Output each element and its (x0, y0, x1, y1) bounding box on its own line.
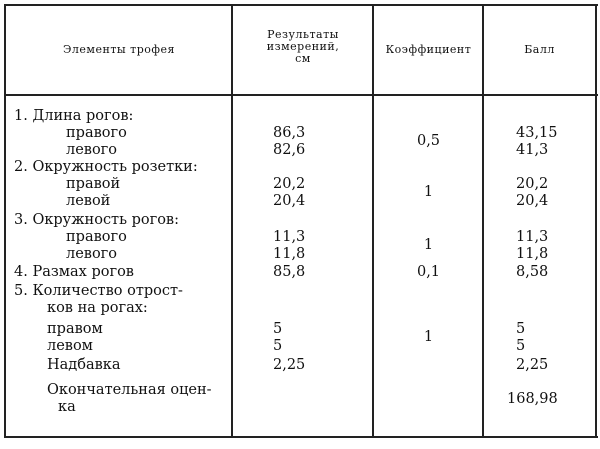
row-measurement: 5 (273, 321, 283, 337)
header-elements: Элементы трофея (63, 43, 175, 56)
row-label: левом (47, 338, 93, 354)
column-divider (372, 4, 374, 436)
header-results-line1: Результаты (267, 28, 339, 41)
row-measurement: 85,8 (273, 264, 306, 280)
table-top-border (4, 4, 598, 6)
row-measurement: 2,25 (273, 357, 306, 373)
row-coefficient: 1 (423, 184, 434, 200)
row-score: 20,2 (516, 176, 549, 192)
row-score: 5 (516, 338, 526, 354)
row-label: правого (66, 229, 127, 245)
row-label: ка (58, 399, 76, 415)
row-label: 1. Длина рогов: (14, 108, 134, 124)
table-right-border (595, 4, 597, 436)
row-score: 5 (516, 321, 526, 337)
row-label: левого (66, 142, 118, 158)
row-label: левой (66, 193, 111, 209)
row-label: правом (47, 321, 103, 337)
row-score: 41,3 (516, 142, 549, 158)
row-label: 2. Окружность розетки: (14, 159, 198, 175)
header-results-line2: измерений, (266, 40, 340, 53)
row-label: правого (66, 125, 127, 141)
row-label: ков на рогах: (47, 300, 148, 316)
row-score: 20,4 (516, 193, 549, 209)
row-coefficient: 1 (423, 329, 434, 345)
header-coefficient: Коэффициент (385, 43, 472, 56)
row-score: 2,25 (516, 357, 549, 373)
row-measurement: 20,2 (273, 176, 306, 192)
row-measurement: 20,4 (273, 193, 306, 209)
header-bottom-border (4, 94, 598, 96)
row-measurement: 86,3 (273, 125, 306, 141)
row-measurement: 11,8 (273, 246, 306, 262)
row-score: 11,8 (516, 246, 549, 262)
final-score: 168,98 (507, 391, 558, 407)
row-measurement: 5 (273, 338, 283, 354)
row-score: 43,15 (516, 125, 558, 141)
header-score: Балл (524, 43, 555, 56)
row-label: 3. Окружность рогов: (14, 212, 179, 228)
row-label: левого (66, 246, 118, 262)
header-results-line3: см (295, 52, 311, 65)
row-score: 8,58 (516, 264, 549, 280)
row-score: 11,3 (516, 229, 549, 245)
row-label: 4. Размах рогов (14, 264, 134, 280)
row-label: правой (66, 176, 121, 192)
row-measurement: 11,3 (273, 229, 306, 245)
header-results: Результаты измерений, см (233, 29, 373, 65)
row-coefficient: 0,5 (416, 133, 441, 149)
row-measurement: 82,6 (273, 142, 306, 158)
row-label: Надбавка (47, 357, 121, 373)
row-label: Окончательная оцен- (47, 382, 212, 398)
row-label: 5. Количество отрост- (14, 283, 183, 299)
row-coefficient: 0,1 (416, 264, 441, 280)
table-bottom-border (4, 436, 598, 438)
column-divider (482, 4, 484, 436)
row-coefficient: 1 (423, 237, 434, 253)
table-left-border (4, 4, 6, 438)
column-divider (231, 4, 233, 436)
